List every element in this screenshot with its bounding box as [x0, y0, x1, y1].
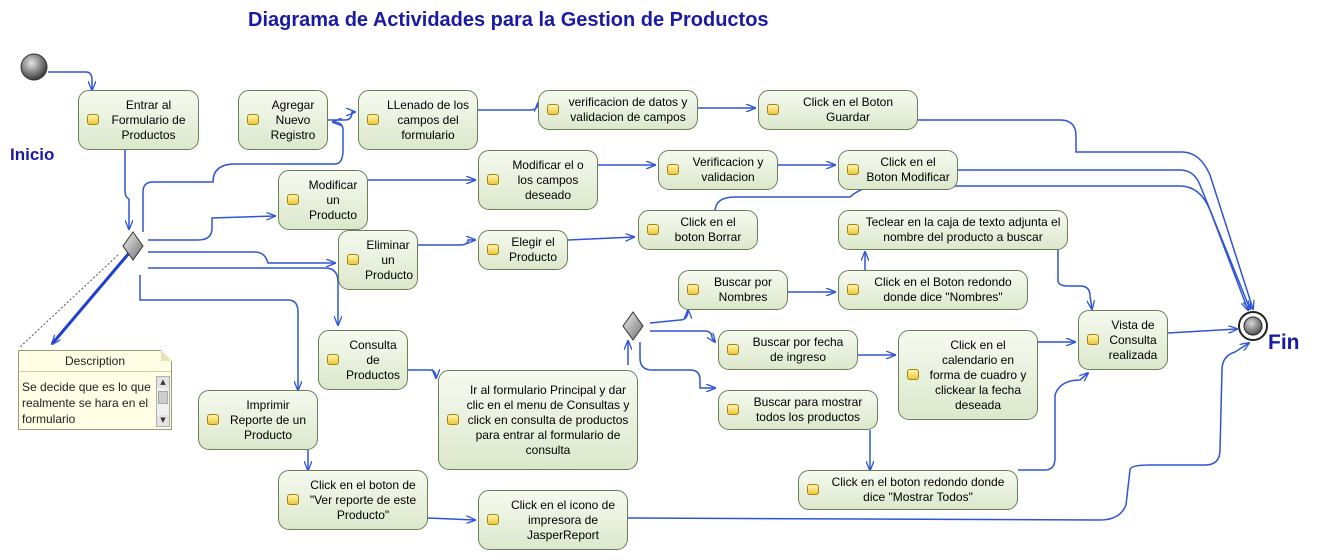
- activity-icon: [487, 174, 499, 185]
- activity-icon: [727, 404, 739, 415]
- activity-node[interactable]: Click en el boton redondo donde dice "Mo…: [798, 470, 1018, 510]
- activity-node[interactable]: Buscar por Nombres: [678, 270, 788, 310]
- edge: [918, 119, 1253, 309]
- activity-icon: [687, 284, 699, 295]
- edge: [1167, 329, 1237, 334]
- note-arrow: [52, 245, 137, 344]
- edge: [408, 370, 436, 378]
- edge: [639, 342, 715, 388]
- activity-node[interactable]: Eliminar un Producto: [338, 230, 418, 290]
- decision-node: [622, 311, 644, 341]
- activity-node[interactable]: Click en el Boton Guardar: [758, 90, 918, 130]
- activity-icon: [907, 369, 919, 380]
- diagram-title: Diagrama de Actividades para la Gestion …: [248, 9, 769, 31]
- scroll-down-icon[interactable]: ▼: [157, 415, 169, 426]
- edge: [418, 240, 475, 246]
- edge: [650, 330, 715, 342]
- edge: [478, 103, 538, 110]
- activity-icon: [247, 114, 259, 125]
- end-label: Fin: [1268, 331, 1300, 354]
- activity-node[interactable]: Click en el boton Borrar: [638, 210, 758, 250]
- activity-icon: [767, 104, 779, 115]
- start-label: Inicio: [10, 145, 55, 164]
- edge: [142, 122, 344, 232]
- activity-icon: [847, 224, 859, 235]
- note-header: Description: [19, 351, 171, 372]
- edge: [649, 310, 688, 324]
- note-text: Se decide que es lo que realmente se har…: [22, 380, 151, 426]
- scroll-thumb[interactable]: [158, 391, 168, 404]
- edge: [1057, 248, 1092, 309]
- activity-icon: [847, 284, 859, 295]
- activity-node[interactable]: Entrar al Formulario de Productos: [78, 90, 199, 150]
- activity-node[interactable]: Ir al formulario Principal y dar clic en…: [438, 370, 638, 470]
- activity-icon: [367, 114, 379, 125]
- activity-icon: [287, 494, 299, 505]
- activity-icon: [647, 224, 659, 235]
- activity-icon: [727, 344, 739, 355]
- activity-icon: [847, 164, 859, 175]
- activity-node[interactable]: verificacion de datos y validacion de ca…: [538, 90, 698, 130]
- activity-node[interactable]: Consulta de Productos: [318, 330, 408, 390]
- activity-icon: [667, 164, 679, 175]
- activity-node[interactable]: Click en el icono de impresora de Jasper…: [478, 490, 628, 550]
- edge: [627, 343, 1249, 521]
- activity-icon: [807, 484, 819, 495]
- edge: [958, 169, 1250, 309]
- edge: [427, 518, 475, 520]
- activity-icon: [447, 414, 459, 425]
- activity-icon: [347, 254, 359, 265]
- note-connector: [19, 254, 119, 348]
- activity-icon: [327, 354, 339, 365]
- activity-node[interactable]: Buscar para mostrar todos los productos: [718, 390, 878, 430]
- decision-node: [122, 231, 144, 261]
- activity-icon: [1087, 334, 1099, 345]
- activity-node[interactable]: Modificar un Producto: [278, 170, 368, 230]
- activity-icon: [487, 244, 499, 255]
- activity-node[interactable]: Click en el calendario en forma de cuadr…: [898, 330, 1038, 420]
- activity-node[interactable]: Verificacion y validacion: [658, 150, 778, 190]
- activity-node[interactable]: Click en el boton de "Ver reporte de est…: [278, 470, 428, 530]
- activity-icon: [287, 194, 299, 205]
- activity-icon: [487, 514, 499, 525]
- activity-node[interactable]: Elegir el Producto: [478, 230, 568, 270]
- activity-node[interactable]: Agregar Nuevo Registro: [238, 90, 328, 150]
- activity-node[interactable]: Vista de Consulta realizada: [1078, 310, 1168, 370]
- description-note: Description Se decide que es lo que real…: [18, 350, 172, 430]
- note-scrollbar[interactable]: ▲ ▼: [156, 376, 170, 427]
- activity-node[interactable]: Modificar el o los campos deseado: [478, 150, 598, 210]
- activity-node[interactable]: Buscar por fecha de ingreso: [718, 330, 858, 370]
- edge: [328, 112, 355, 121]
- edge: [48, 71, 92, 90]
- activity-icon: [207, 414, 219, 425]
- edge: [567, 237, 634, 240]
- start-node: [20, 53, 48, 81]
- activity-node[interactable]: LLenado de los campos del formulario: [358, 90, 478, 150]
- activity-node[interactable]: Imprimir Reporte de un Producto: [198, 390, 318, 450]
- edge: [148, 251, 335, 263]
- scroll-up-icon[interactable]: ▲: [157, 377, 169, 388]
- edge: [148, 267, 338, 325]
- activity-node[interactable]: Teclear en la caja de texto adjunta el n…: [838, 210, 1068, 250]
- edge: [124, 150, 129, 229]
- activity-node[interactable]: Click en el Boton redondo donde dice "No…: [838, 270, 1028, 310]
- edge: [139, 275, 298, 390]
- note-fold: [161, 350, 172, 361]
- activity-node[interactable]: Click en el Boton Modificar: [838, 150, 958, 190]
- activity-icon: [87, 114, 99, 125]
- activity-icon: [547, 104, 559, 115]
- edge: [1018, 373, 1088, 471]
- edge: [148, 216, 275, 241]
